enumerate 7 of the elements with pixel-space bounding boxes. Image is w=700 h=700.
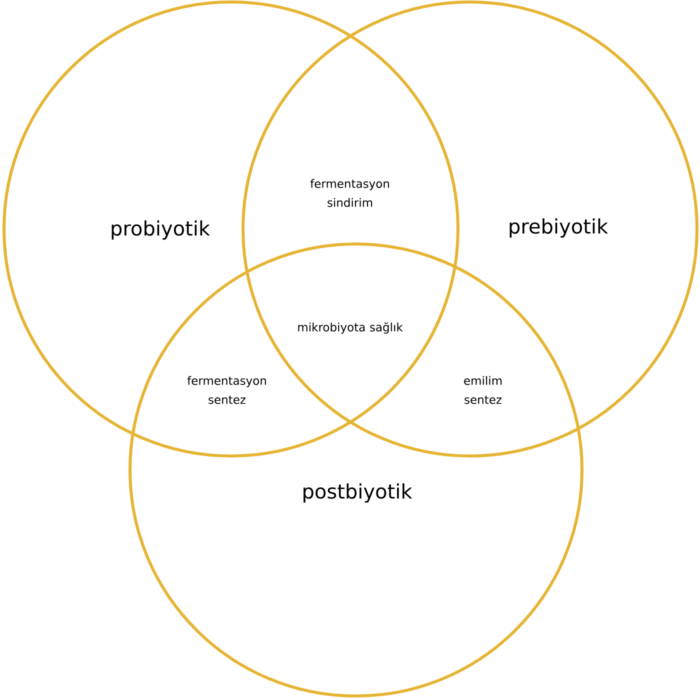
circle-label: probiyotik [112,220,210,240]
circle-label: prebiyotik [510,218,608,238]
region-label: fermentasyon sindirim [310,179,389,207]
region-label: mikrobiyota sağlık [298,322,403,334]
region-label: emilim sentez [464,376,502,404]
region-label: fermentasyon sentez [187,376,266,404]
circle-label: postbiyotik [304,483,412,503]
